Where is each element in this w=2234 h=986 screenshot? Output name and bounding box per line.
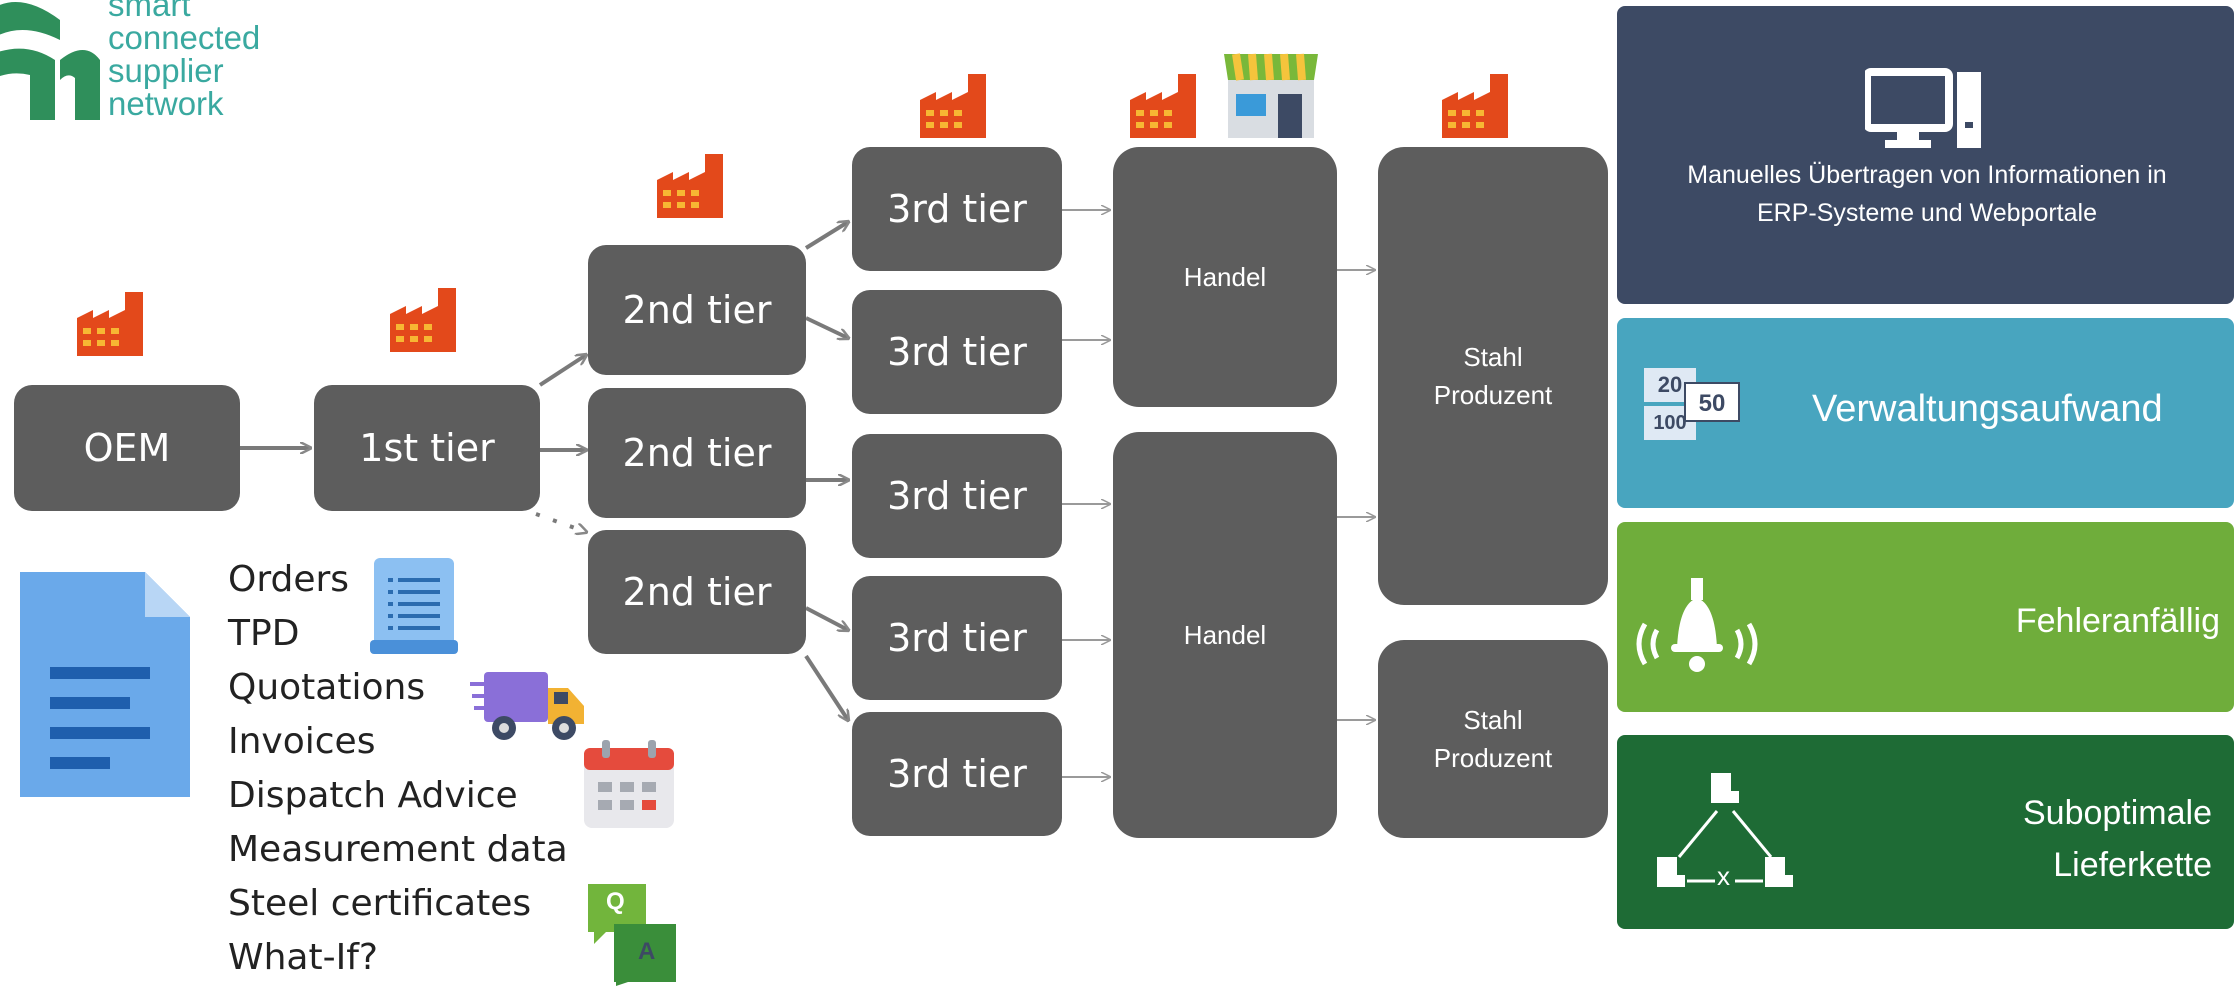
numbers-icon: 20 100 50	[1644, 368, 1744, 452]
tier2-box: 2nd tier	[588, 530, 806, 654]
document-type: What-If?	[228, 937, 378, 978]
network-icon	[1657, 773, 1793, 887]
shop-icon	[1224, 53, 1318, 138]
document-type: Orders	[228, 559, 350, 600]
supply-chain-panel: x Suboptimale Lieferkette	[1617, 735, 2234, 929]
document-type: Dispatch Advice	[228, 775, 518, 816]
qa-letter: Q	[606, 888, 625, 915]
logo-mark	[0, 2, 100, 120]
admin-effort-panel: 20 100 50 Verwaltungsaufwand	[1617, 318, 2234, 508]
tier1-box: 1st tier	[314, 385, 540, 511]
factory-icon	[1442, 74, 1508, 138]
logo-line: connected	[108, 19, 261, 56]
handel-box: Handel	[1113, 432, 1337, 838]
document-icon	[20, 572, 190, 797]
logo-line: network	[108, 85, 224, 122]
list-icon	[370, 558, 458, 654]
tier3-box: 3rd tier	[852, 290, 1062, 414]
document-type: Steel certificates	[228, 883, 532, 924]
handel-box: Handel	[1113, 147, 1337, 407]
document-type: TPD	[228, 613, 300, 654]
qa-icon: Q A	[586, 882, 682, 986]
supply-chain-text: Suboptimale Lieferkette	[2022, 794, 2212, 884]
tier3-box: 3rd tier	[852, 434, 1062, 558]
bell-icon	[1636, 578, 1758, 672]
error-prone-text: Fehleranfällig	[2015, 602, 2220, 640]
admin-effort-text: Verwaltungsaufwand	[1812, 388, 2163, 430]
factory-icon	[1130, 74, 1196, 138]
badge-50: 50	[1684, 382, 1740, 422]
tier3-box: 3rd tier	[852, 712, 1062, 836]
qa-letter: A	[638, 938, 656, 965]
truck-icon	[470, 672, 584, 740]
document-type-list: Orders TPD Quotations Invoices Dispatch …	[228, 553, 568, 985]
tier2-box: 2nd tier	[588, 388, 806, 518]
logo-line: supplier	[108, 52, 224, 89]
factory-icon	[657, 154, 723, 218]
tier3-box: 3rd tier	[852, 147, 1062, 271]
manual-transfer-panel: Manuelles Übertragen von Informationen i…	[1617, 6, 2234, 304]
error-prone-panel: Fehleranfällig	[1617, 522, 2234, 712]
computer-icon	[1865, 68, 1981, 148]
connector-arrows	[240, 0, 1617, 986]
document-type: Measurement data	[228, 829, 568, 870]
logo-line: smart	[108, 0, 191, 23]
manual-transfer-text: Manuelles Übertragen von Informationen i…	[1687, 161, 2167, 227]
logo: smart connected supplier network	[0, 0, 320, 130]
tier3-box: 3rd tier	[852, 576, 1062, 700]
calendar-icon	[584, 740, 674, 828]
network-break-mark: x	[1717, 861, 1730, 891]
tier2-box: 2nd tier	[588, 245, 806, 375]
factory-icon	[920, 74, 986, 138]
factory-icon	[77, 292, 143, 356]
document-type: Quotations	[228, 667, 426, 708]
factory-icon	[390, 288, 456, 352]
oem-box: OEM	[14, 385, 240, 511]
document-type: Invoices	[228, 721, 376, 762]
logo-text: smart connected supplier network	[108, 0, 260, 120]
